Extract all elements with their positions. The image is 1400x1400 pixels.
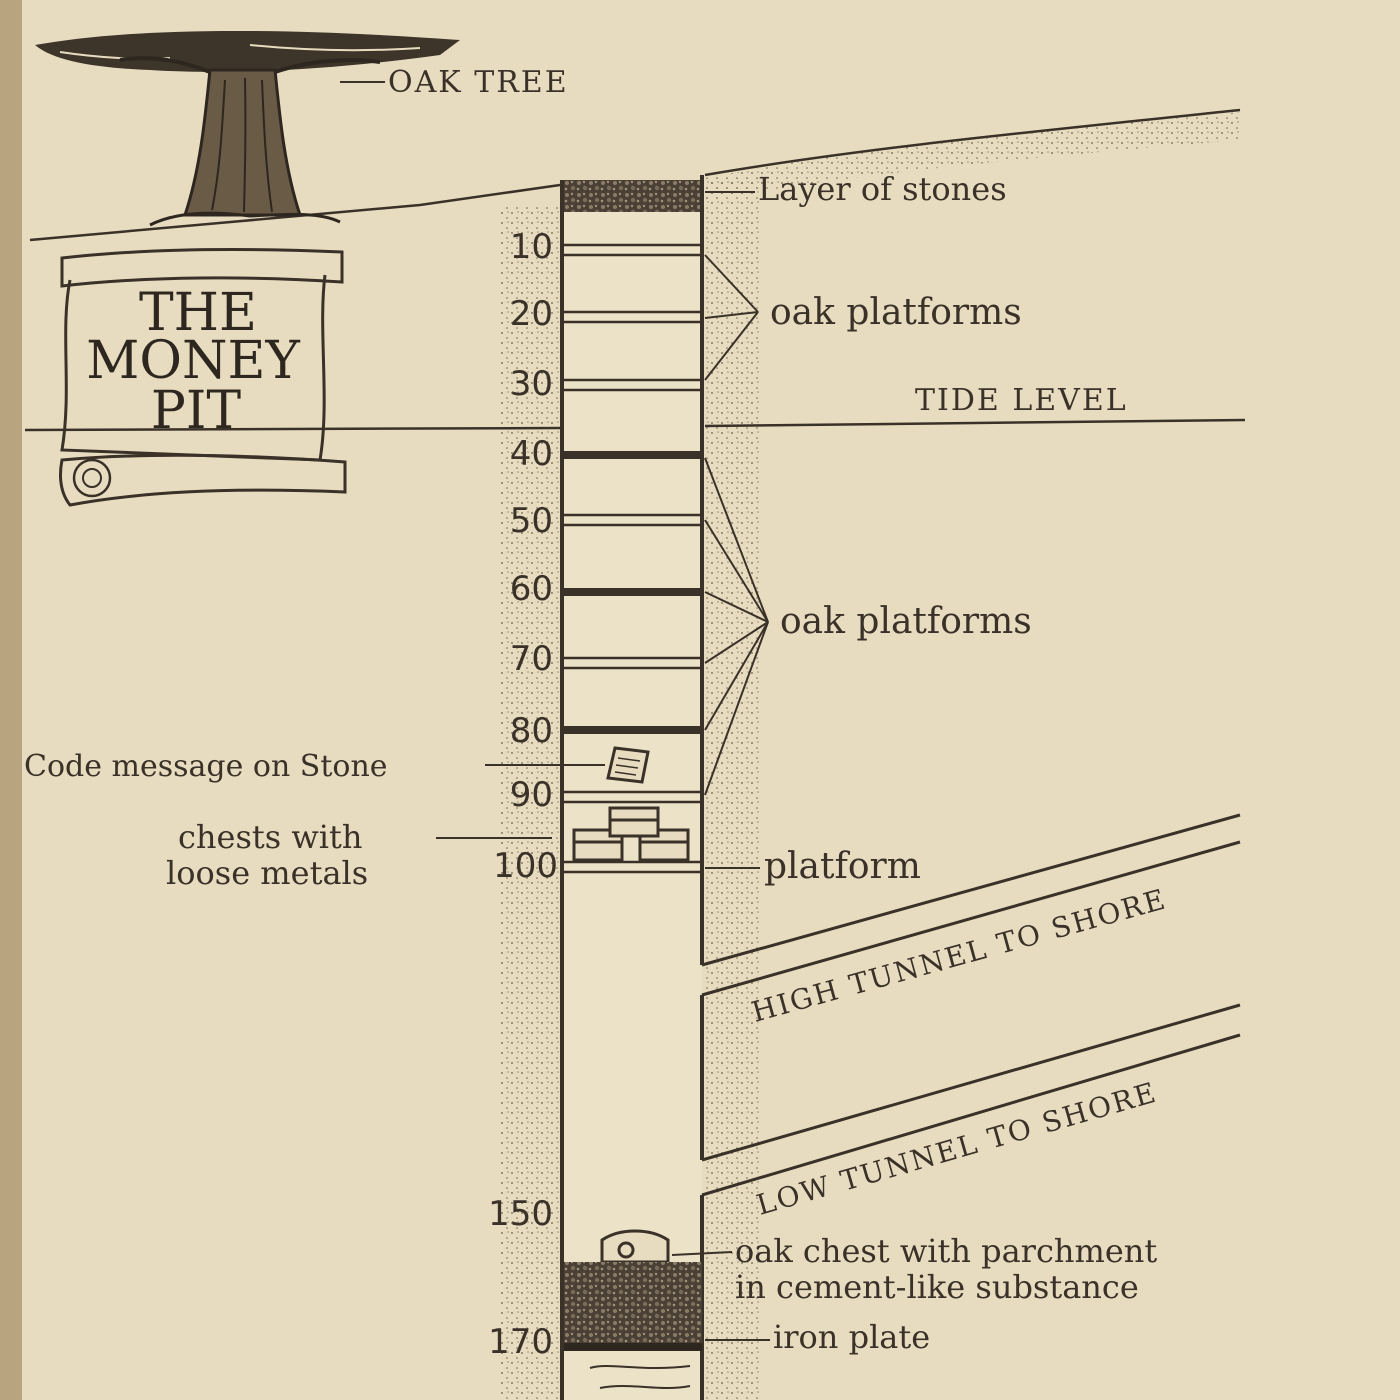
depth-20: 20 [510,294,553,334]
label-tide-level: TIDE LEVEL [915,383,1128,418]
title-line-1: THE [139,283,257,343]
soil-left [500,205,562,1400]
water-wave-1 [589,1365,691,1369]
title-line-3: PIT [151,381,242,441]
oak-chest-icon [600,1229,670,1264]
soil-top-right [705,112,1240,200]
tide-line-right [704,418,1246,428]
depth-50: 50 [510,501,553,541]
layer-of-stones [562,180,702,212]
soil-right [705,178,760,1400]
label-oak-platforms-upper: oak platforms [770,292,1022,333]
leader-oak-chest [671,1251,733,1256]
label-chests-2: loose metals [166,854,368,892]
ground-line-right [704,108,1241,177]
label-iron-plate: iron plate [773,1318,930,1356]
platforms [562,243,702,874]
page-edge [0,0,22,1400]
label-oak-tree: OAK TREE [388,65,569,100]
high-tunnel-top [701,813,1241,967]
water-wave-2 [599,1385,691,1389]
tide-line-left [24,426,561,432]
depth-60: 60 [510,569,553,609]
depth-80: 80 [510,711,553,751]
depth-70: 70 [510,639,553,679]
label-layer-of-stones: Layer of stones [758,170,1007,208]
label-high-tunnel: HIGH TUNNEL TO SHORE [748,882,1170,1028]
depth-40: 40 [510,434,553,474]
label-low-tunnel: LOW TUNNEL TO SHORE [753,1076,1161,1222]
cement-layer [564,1262,702,1347]
label-oak-platforms-lower: oak platforms [780,601,1032,642]
high-tunnel-bottom [701,840,1241,997]
ground-line-left [29,183,561,242]
label-code-message: Code message on Stone [24,749,388,784]
leader-oak-platforms-upper [704,254,759,381]
depth-150: 150 [488,1194,553,1234]
code-stone-icon [606,746,650,784]
shaft [562,180,702,1400]
depth-30: 30 [510,364,553,404]
depth-100: 100 [493,846,558,886]
depth-170: 170 [488,1322,553,1362]
low-tunnel-bottom [701,1033,1241,1197]
label-oak-chest-2: in cement-like substance [735,1268,1139,1306]
depth-labels: 10 20 30 40 50 60 70 80 90 100 150 170 [488,227,558,1362]
title-scroll [58,248,347,507]
depth-90: 90 [510,775,553,815]
title-line-2: MONEY [86,331,300,391]
depth-10: 10 [510,227,553,267]
oak-tree-illustration [35,30,460,227]
label-oak-chest-1: oak chest with parchment [735,1232,1157,1270]
leader-oak-platforms-lower [704,457,769,796]
chests-icon [572,806,690,862]
label-platform: platform [764,846,921,887]
low-tunnel-top [701,1003,1241,1162]
label-chests-1: chests with [178,818,362,856]
